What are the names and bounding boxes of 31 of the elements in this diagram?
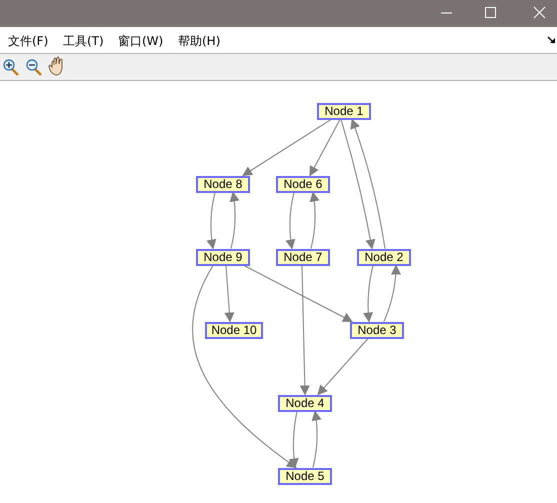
arrow [288, 411, 299, 468]
node-box: Node 10 [205, 322, 263, 338]
arrow [350, 118, 386, 249]
arrow [286, 192, 296, 250]
menu-item: 窗口(W) [118, 33, 164, 50]
arrow [242, 119, 332, 176]
arrow [206, 192, 216, 250]
menu-item: 文件(F) [8, 33, 48, 50]
node-box: Node 1 [317, 102, 371, 120]
arrow [340, 119, 376, 250]
node-box: Node 9 [196, 248, 250, 266]
node-box: Node 5 [278, 468, 332, 484]
arrow [384, 264, 401, 322]
arrow [192, 265, 297, 468]
arrow [310, 119, 340, 176]
arrow [312, 410, 322, 468]
arrow [230, 192, 240, 249]
node-box: Node 7 [276, 248, 330, 266]
node-box: Node 6 [276, 176, 330, 192]
arrow [310, 192, 320, 249]
arrow [244, 265, 353, 322]
arrow [224, 265, 234, 322]
node-box: Node 4 [278, 394, 332, 412]
menu-item: 帮助(H) [178, 33, 220, 50]
arrow [363, 265, 374, 322]
node-box: Node 2 [357, 248, 411, 266]
arrow [300, 265, 310, 396]
node-box: Node 3 [350, 322, 404, 338]
menu-item: 工具(T) [63, 33, 104, 50]
arrow [317, 338, 368, 396]
node-box: Node 8 [196, 176, 250, 192]
